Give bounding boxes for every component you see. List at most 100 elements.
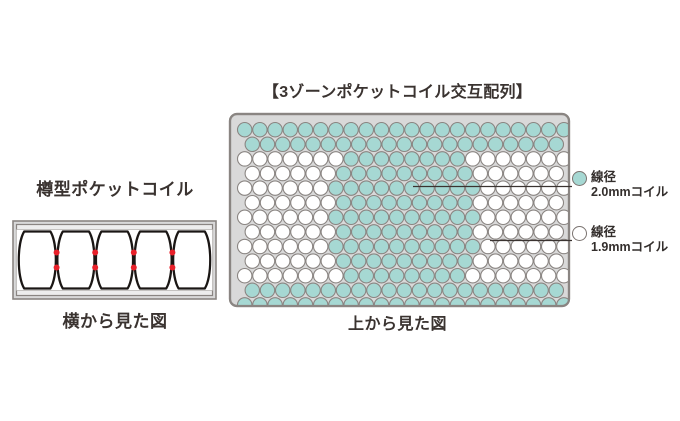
coil-cell-1-9mm bbox=[312, 267, 329, 284]
coil-cell-1-9mm bbox=[267, 151, 283, 167]
coil-cell-1-9mm bbox=[480, 267, 496, 284]
coil-cell-2-0mm bbox=[533, 136, 549, 153]
coil-cell-2-0mm bbox=[442, 224, 458, 240]
coil-cell-1-9mm bbox=[518, 165, 534, 182]
coil-cell-2-0mm bbox=[244, 282, 261, 299]
coil-cell-2-0mm bbox=[388, 151, 405, 167]
coil-cell-2-0mm bbox=[442, 136, 458, 153]
coil-cell-1-9mm bbox=[320, 224, 337, 240]
coil-cell-1-9mm bbox=[487, 165, 504, 182]
coil-cell-2-0mm bbox=[449, 238, 466, 255]
coil-cell-1-9mm bbox=[540, 151, 557, 167]
coil-cell-2-0mm bbox=[449, 297, 466, 306]
coil-cell-2-0mm bbox=[518, 282, 534, 299]
coil-cell-2-0mm bbox=[457, 282, 473, 299]
coil-cell-2-0mm bbox=[366, 136, 382, 153]
coil-cell-2-0mm bbox=[487, 282, 504, 299]
coil-cell-2-0mm bbox=[480, 121, 496, 138]
coil-cell-2-0mm bbox=[510, 297, 527, 306]
coil-cell-2-0mm bbox=[320, 282, 337, 299]
coil-cell-2-0mm bbox=[396, 136, 413, 153]
coil-cell-1-9mm bbox=[236, 180, 253, 196]
coil-cell-1-9mm bbox=[518, 224, 534, 240]
coil-cell-1-9mm bbox=[259, 194, 276, 211]
coil-cell-1-9mm bbox=[540, 238, 557, 255]
coil-cell-2-0mm bbox=[411, 136, 428, 153]
coil-cell-1-9mm bbox=[282, 151, 299, 167]
coil-cell-1-9mm bbox=[305, 165, 321, 182]
coil-cell-1-9mm bbox=[236, 238, 253, 255]
coil-cell-1-9mm bbox=[320, 194, 337, 211]
coil-contact-dots bbox=[53, 249, 176, 271]
coil-cell-1-9mm bbox=[464, 151, 481, 167]
coil-cell-2-0mm bbox=[297, 121, 314, 138]
coil-cell-2-0mm bbox=[358, 180, 375, 196]
coil-cell-2-0mm bbox=[373, 238, 390, 255]
coil-cell-2-0mm bbox=[419, 238, 435, 255]
barrel-coil bbox=[172, 230, 212, 290]
coil-cell-2-0mm bbox=[396, 165, 413, 182]
coil-cell-2-0mm bbox=[350, 194, 367, 211]
coil-cell-1-9mm bbox=[548, 224, 565, 240]
coil-cell-2-0mm bbox=[464, 121, 481, 138]
coil-cell-2-0mm bbox=[540, 121, 557, 138]
coil-cell-1-9mm bbox=[252, 151, 268, 167]
coil-cell-2-0mm bbox=[495, 297, 511, 306]
coil-cell-1-9mm bbox=[464, 267, 481, 284]
coil-cell-2-0mm bbox=[388, 209, 405, 226]
coil-cell-1-9mm bbox=[259, 165, 276, 182]
coil-cell-2-0mm bbox=[419, 180, 435, 196]
coil-cell-2-0mm bbox=[335, 253, 352, 269]
coil-cell-2-0mm bbox=[236, 121, 253, 138]
coil-cell-1-9mm bbox=[290, 224, 306, 240]
coil-cell-2-0mm bbox=[335, 194, 352, 211]
coil-cell-2-0mm bbox=[252, 121, 268, 138]
coil-cell-1-9mm bbox=[297, 238, 314, 255]
coil-cell-1-9mm bbox=[510, 238, 527, 255]
coil-cell-2-0mm bbox=[480, 297, 496, 306]
coil-cell-2-0mm bbox=[419, 209, 435, 226]
coil-cell-1-9mm bbox=[252, 180, 268, 196]
coil-cell-1-9mm bbox=[297, 180, 314, 196]
coil-cell-1-9mm bbox=[480, 238, 496, 255]
coil-cell-2-0mm bbox=[434, 209, 451, 226]
coil-cell-1-9mm bbox=[472, 165, 489, 182]
coil-cell-2-0mm bbox=[464, 297, 481, 306]
coil-contact-dot bbox=[92, 249, 99, 256]
coil-cell-1-9mm bbox=[540, 180, 557, 196]
coil-cell-2-0mm bbox=[487, 136, 504, 153]
legend-label-line1: 線径 bbox=[591, 170, 617, 184]
coil-cell-1-9mm bbox=[236, 151, 253, 167]
coil-cell-2-0mm bbox=[366, 194, 382, 211]
coil-cell-1-9mm bbox=[252, 209, 268, 226]
coil-cell-1-9mm bbox=[305, 194, 321, 211]
coil-cell-2-0mm bbox=[274, 136, 291, 153]
coil-cell-2-0mm bbox=[548, 136, 565, 153]
coil-cell-2-0mm bbox=[472, 282, 489, 299]
coil-cell-1-9mm bbox=[556, 180, 569, 196]
legend-label-line2: 2.0mmコイル bbox=[591, 185, 669, 199]
coil-cell-1-9mm bbox=[525, 238, 542, 255]
coil-cell-2-0mm bbox=[396, 282, 413, 299]
coil-cell-2-0mm bbox=[373, 121, 390, 138]
coil-cell-1-9mm bbox=[533, 194, 549, 211]
coil-cell-2-0mm bbox=[366, 253, 382, 269]
coil-cell-2-0mm bbox=[290, 136, 306, 153]
coil-cell-2-0mm bbox=[442, 194, 458, 211]
coil-cell-1-9mm bbox=[487, 253, 504, 269]
coil-cell-2-0mm bbox=[442, 282, 458, 299]
coil-cell-1-9mm bbox=[274, 165, 291, 182]
coil-cell-2-0mm bbox=[343, 209, 359, 226]
coil-cell-2-0mm bbox=[434, 297, 451, 306]
coil-cell-2-0mm bbox=[548, 282, 565, 299]
coil-cell-1-9mm bbox=[510, 151, 527, 167]
coil-cell-2-0mm bbox=[434, 238, 451, 255]
coil-cell-2-0mm bbox=[388, 297, 405, 306]
coil-cell-2-0mm bbox=[404, 267, 420, 284]
barrel-coil bbox=[133, 230, 173, 290]
coil-cell-2-0mm bbox=[472, 136, 489, 153]
coil-cell-1-9mm bbox=[540, 209, 557, 226]
coil-contact-dot bbox=[130, 249, 137, 256]
coil-cell-2-0mm bbox=[373, 151, 390, 167]
